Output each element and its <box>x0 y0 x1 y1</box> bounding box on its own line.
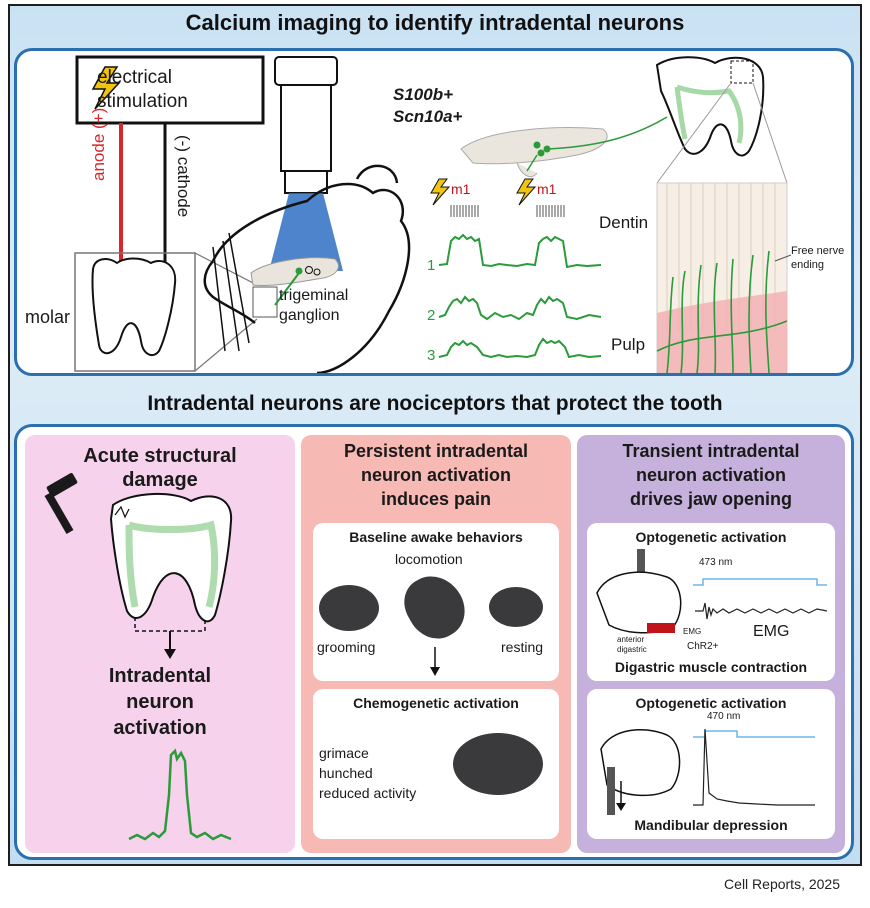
col2-title-2: neuron activation <box>360 465 512 485</box>
m1-label-b: m1 <box>537 181 557 197</box>
emg-label: EMG <box>753 623 790 640</box>
molar-icon <box>91 257 177 357</box>
m1-label-a: m1 <box>451 181 471 197</box>
baseline-title: Baseline awake behaviors <box>349 529 523 545</box>
free-nerve-label-1: Free nerve <box>791 245 845 257</box>
trace-label-1: 1 <box>427 257 436 274</box>
molar-zoom-box <box>74 252 196 372</box>
opto-illustration-2 <box>600 728 815 815</box>
col3-title-3: drives jaw opening <box>629 489 793 509</box>
marker-scn10a: Scn10a+ <box>393 107 463 126</box>
calcium-imaging-illustration <box>74 55 792 373</box>
nociceptor-panel: Acute structural damage Intradental neur… <box>14 424 854 860</box>
microscope-objective-top <box>274 56 338 86</box>
effect-3: reduced activity <box>319 785 417 801</box>
trace-label-2: 2 <box>427 307 436 324</box>
locomotion-label: locomotion <box>395 551 463 567</box>
hammer-icon <box>44 473 78 535</box>
light-cone <box>269 193 343 271</box>
activation-trace <box>128 748 232 841</box>
pulp-region <box>657 291 787 373</box>
mouse-head-outline <box>211 182 411 373</box>
stim-label-1: electrical <box>97 67 172 88</box>
chemogenetic-box: Chemogenetic activation grimace hunched … <box>313 689 559 839</box>
col3-title-1: Transient intradental <box>622 441 800 461</box>
nm-label-2: 470 nm <box>707 711 741 722</box>
col1-title-2: damage <box>122 469 198 491</box>
baseline-box: Baseline awake behaviors locomotion groo… <box>313 523 559 681</box>
chr2-label: ChR2+ <box>687 641 719 652</box>
opto-illustration-1 <box>596 549 828 634</box>
calcium-trace-3 <box>438 337 602 359</box>
transient-activation-column: Transient intradental neuron activation … <box>577 435 845 853</box>
trigeminal-label-1: trigeminal <box>279 287 349 304</box>
opto-box-1: Optogenetic activation 473 nm EMG ChR2+ … <box>587 523 835 681</box>
pulp-label: Pulp <box>611 335 646 354</box>
calcium-trace-1 <box>438 233 602 269</box>
anterior-label: anterior <box>617 635 645 644</box>
molar-inset <box>252 286 278 318</box>
marker-s100b: S100b+ <box>393 85 454 104</box>
grooming-label: grooming <box>317 639 376 655</box>
free-nerve-label-2: ending <box>791 259 825 271</box>
col1-act-2: neuron <box>126 691 194 713</box>
chemo-title: Chemogenetic activation <box>353 695 519 711</box>
opto-title-1: Optogenetic activation <box>635 529 787 545</box>
col3-title-2: neuron activation <box>635 465 787 485</box>
locomotion-mouse-icon <box>394 565 476 649</box>
lightning-icon <box>91 66 121 110</box>
col1-act-1: Intradental <box>108 665 212 687</box>
col1-title-1: Acute structural <box>83 445 237 467</box>
stim-ticks-1 <box>450 205 479 217</box>
opto-box-2: Optogenetic activation 470 nm Mandibular… <box>587 689 835 839</box>
acute-damage-column: Acute structural damage Intradental neur… <box>25 435 295 853</box>
top-title: Calcium imaging to identify intradental … <box>185 10 685 35</box>
resting-label: resting <box>501 639 544 655</box>
persistent-activation-column: Persistent intradental neuron activation… <box>301 435 571 853</box>
small-tooth-icon <box>655 56 765 157</box>
footer-citation: Cell Reports, 2025 <box>724 876 840 892</box>
col2-title-1: Persistent intradental <box>343 441 529 461</box>
calcium-imaging-panel: electrical stimulation anode (+) (-) cat… <box>14 48 854 376</box>
effect-2: hunched <box>319 765 373 781</box>
col2-title-3: induces pain <box>380 489 492 509</box>
hunched-mouse-icon <box>453 733 543 795</box>
effect-1: grimace <box>319 745 369 761</box>
col1-act-3: activation <box>113 717 207 739</box>
opto-title-2: Optogenetic activation <box>635 695 787 711</box>
down-arrow-icon <box>430 647 440 676</box>
emg-small-label: EMG <box>683 627 702 636</box>
anode-label: anode (+) <box>89 107 108 181</box>
acute-damage-illustration <box>44 473 233 841</box>
stim-ticks-2 <box>536 205 565 217</box>
trigeminal-label-2: ganglion <box>279 307 340 324</box>
calcium-trace-2 <box>438 295 602 321</box>
digastric-label: digastric <box>617 645 647 654</box>
resting-mouse-icon <box>489 587 543 627</box>
dentin-label: Dentin <box>599 213 649 232</box>
microscope-objective <box>280 84 332 172</box>
stim-label-2: stimulation <box>97 91 188 112</box>
middle-title: Intradental neurons are nociceptors that… <box>147 392 723 415</box>
trace-label-3: 3 <box>427 347 436 364</box>
grooming-mouse-icon <box>319 585 379 631</box>
cathode-label: (-) cathode <box>174 135 193 218</box>
nerve-fibers <box>656 250 788 373</box>
result-1: Digastric muscle contraction <box>614 659 808 675</box>
nm-label-1: 473 nm <box>699 557 733 568</box>
result-2: Mandibular depression <box>634 817 788 833</box>
molar-label: molar <box>25 307 71 327</box>
